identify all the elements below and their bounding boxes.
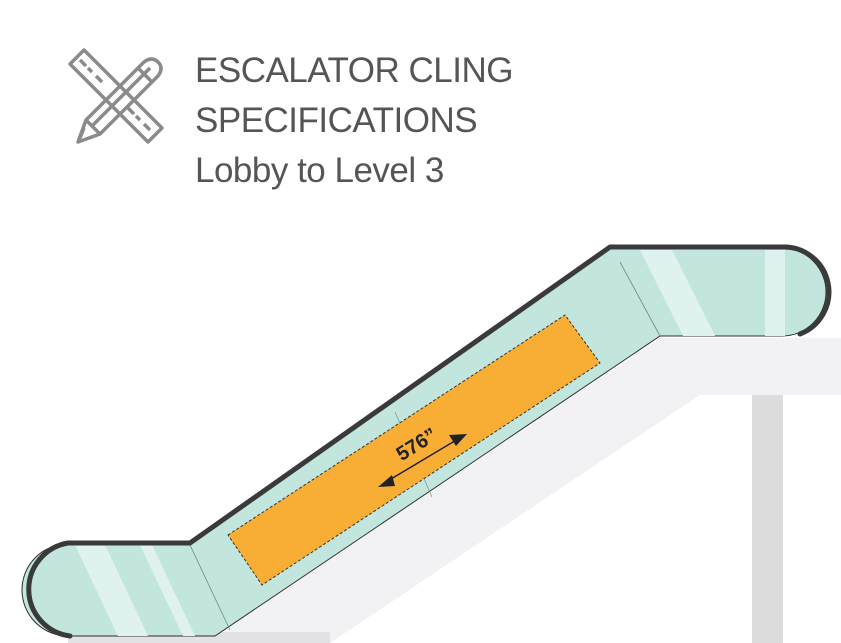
- ruler-pencil-icon: [68, 48, 164, 144]
- title-line-1: ESCALATOR CLING: [195, 51, 513, 90]
- support-pillar: [752, 395, 783, 643]
- glass-reflection: [75, 545, 148, 636]
- dimension-arrow: [378, 434, 467, 487]
- handrail: [26, 244, 832, 639]
- subtitle: Lobby to Level 3: [195, 151, 444, 190]
- cling-area: [227, 314, 601, 586]
- lower-floor: [68, 632, 330, 643]
- escalator-underside: [215, 338, 841, 643]
- glass-reflection: [140, 545, 195, 636]
- upper-floor: [660, 338, 841, 395]
- title-line-2: SPECIFICATIONS: [195, 101, 478, 140]
- glass-reflection: [640, 250, 715, 336]
- glass-seam: [619, 261, 661, 337]
- page-title: ESCALATOR CLING SPECIFICATIONS Lobby to …: [195, 46, 513, 196]
- glass-reflection: [765, 250, 785, 336]
- glass-seam: [189, 544, 231, 631]
